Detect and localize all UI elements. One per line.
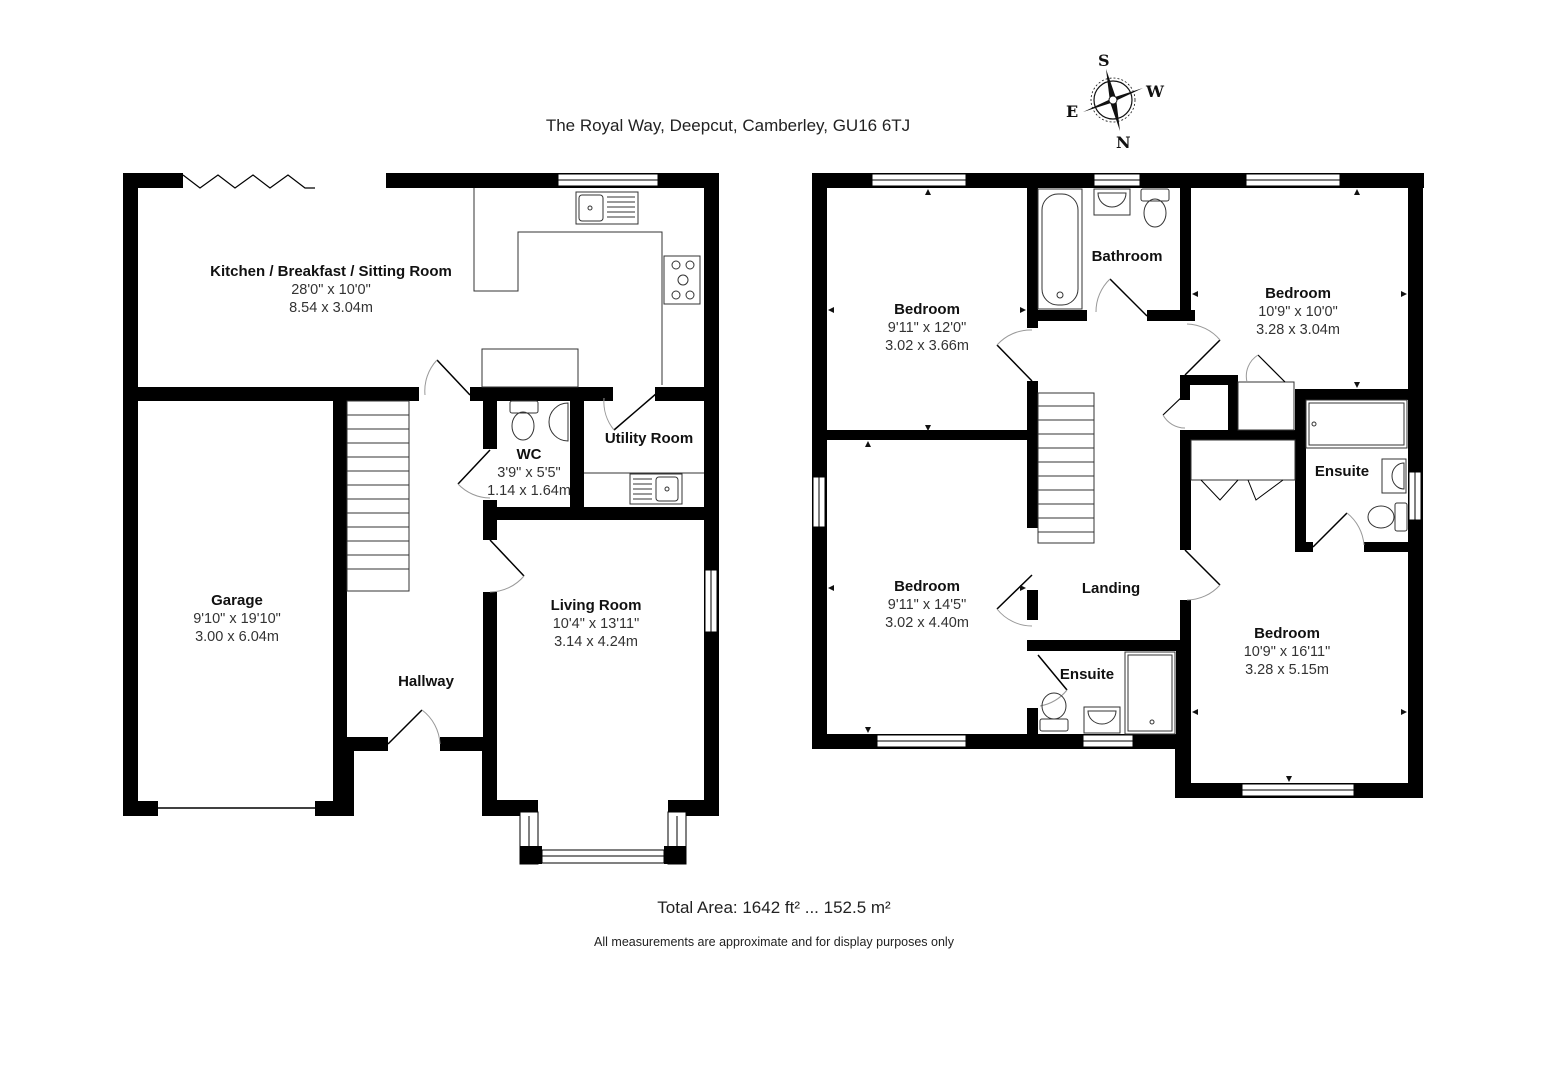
room-landing: Landing — [1082, 580, 1140, 598]
toilet-icon — [509, 400, 539, 414]
compass-icon: S W N E — [1066, 51, 1165, 152]
room-dimensions-imperial: 28'0" x 10'0" — [291, 282, 371, 298]
basin-icon — [548, 402, 569, 442]
room-dimensions-metric: 3.02 x 4.40m — [885, 615, 969, 631]
room-dimensions-metric: 8.54 x 3.04m — [289, 300, 373, 316]
room-name: Ensuite — [1314, 463, 1370, 480]
room-name: Bedroom — [1254, 625, 1320, 642]
first-floor-plan — [812, 173, 1424, 798]
toilet-icon — [1041, 692, 1067, 720]
compass-west-label: W — [1145, 82, 1165, 101]
compass-south-label: S — [1098, 51, 1110, 70]
room-name: Bathroom — [1091, 248, 1163, 265]
room-dimensions-imperial: 10'9" x 16'11" — [1243, 644, 1331, 660]
room-bedroom-2: Bedroom 10'9" x 10'0" 3.28 x 3.04m — [1256, 285, 1340, 339]
room-dimensions-imperial: 9'11" x 14'5" — [887, 597, 967, 613]
room-utility: Utility Room — [605, 430, 693, 448]
room-bedroom-3: Bedroom 9'11" x 14'5" 3.02 x 4.40m — [885, 578, 969, 632]
basin-icon — [1381, 458, 1407, 494]
room-bedroom-4: Bedroom 10'9" x 16'11" 3.28 x 5.15m — [1244, 625, 1331, 679]
room-ensuite-1: Ensuite — [1315, 463, 1369, 481]
room-ensuite-2: Ensuite — [1060, 666, 1114, 684]
room-name: Living Room — [550, 597, 642, 614]
room-dimensions-imperial: 9'10" x 19'10" — [193, 611, 281, 627]
room-dimensions-metric: 3.02 x 3.66m — [885, 338, 969, 354]
basin-icon — [1093, 188, 1131, 216]
compass-east-label: E — [1066, 102, 1078, 121]
room-hallway: Hallway — [398, 673, 454, 691]
room-wc: WC 3'9" x 5'5" 1.14 x 1.64m — [487, 446, 571, 500]
stairs-icon — [347, 414, 409, 570]
room-dimensions-metric: 3.28 x 5.15m — [1245, 662, 1329, 678]
kitchen-sink-icon — [575, 191, 639, 225]
ground-floor-fixtures — [346, 188, 704, 745]
room-living-room: Living Room 10'4" x 13'11" 3.14 x 4.24m — [551, 597, 642, 651]
room-name: WC — [516, 446, 542, 463]
room-dimensions-imperial: 9'11" x 12'0" — [887, 320, 967, 336]
hob-icon — [663, 255, 701, 305]
room-name: Kitchen / Breakfast / Sitting Room — [210, 263, 452, 280]
room-name: Hallway — [398, 673, 454, 690]
total-area: Total Area: 1642 ft² ... 152.5 m² — [657, 898, 891, 917]
room-dimensions-imperial: 3'9" x 5'5" — [497, 465, 561, 481]
shower-bath-icon — [1305, 399, 1408, 449]
room-name: Bedroom — [1265, 285, 1331, 302]
bathtub-icon — [1037, 188, 1083, 310]
room-dimensions-metric: 3.00 x 6.04m — [195, 629, 279, 645]
room-dimensions-imperial: 10'4" x 13'11" — [552, 616, 640, 632]
room-dimensions-metric: 3.28 x 3.04m — [1256, 322, 1340, 338]
toilet-icon — [1394, 502, 1408, 532]
stairs-icon — [1038, 405, 1094, 533]
room-name: Bedroom — [894, 578, 960, 595]
room-name: Garage — [211, 592, 263, 609]
first-floor-fixtures — [828, 188, 1408, 782]
toilet-icon — [1140, 188, 1170, 202]
ground-floor-plan — [123, 173, 719, 865]
shower-icon — [1124, 651, 1176, 735]
room-dimensions-metric: 3.14 x 4.24m — [554, 634, 638, 650]
room-dimensions-metric: 1.14 x 1.64m — [487, 483, 571, 499]
property-address: The Royal Way, Deepcut, Camberley, GU16 … — [545, 116, 911, 135]
basin-icon — [1083, 706, 1121, 734]
disclaimer: All measurements are approximate and for… — [594, 935, 954, 949]
room-kitchen-breakfast-sitting: Kitchen / Breakfast / Sitting Room 28'0"… — [210, 263, 452, 317]
dimension-arrows — [828, 189, 1407, 782]
room-name: Ensuite — [1059, 666, 1115, 683]
room-dimensions-imperial: 10'9" x 10'0" — [1258, 304, 1338, 320]
room-name: Landing — [1081, 580, 1141, 597]
room-bathroom: Bathroom — [1092, 248, 1163, 266]
room-name: Bedroom — [894, 301, 960, 318]
room-bedroom-1: Bedroom 9'11" x 12'0" 3.02 x 3.66m — [885, 301, 969, 355]
room-name: Utility Room — [604, 430, 694, 447]
room-garage: Garage 9'10" x 19'10" 3.00 x 6.04m — [193, 592, 281, 646]
compass-north-label: N — [1116, 133, 1131, 152]
utility-sink-icon — [629, 473, 683, 505]
